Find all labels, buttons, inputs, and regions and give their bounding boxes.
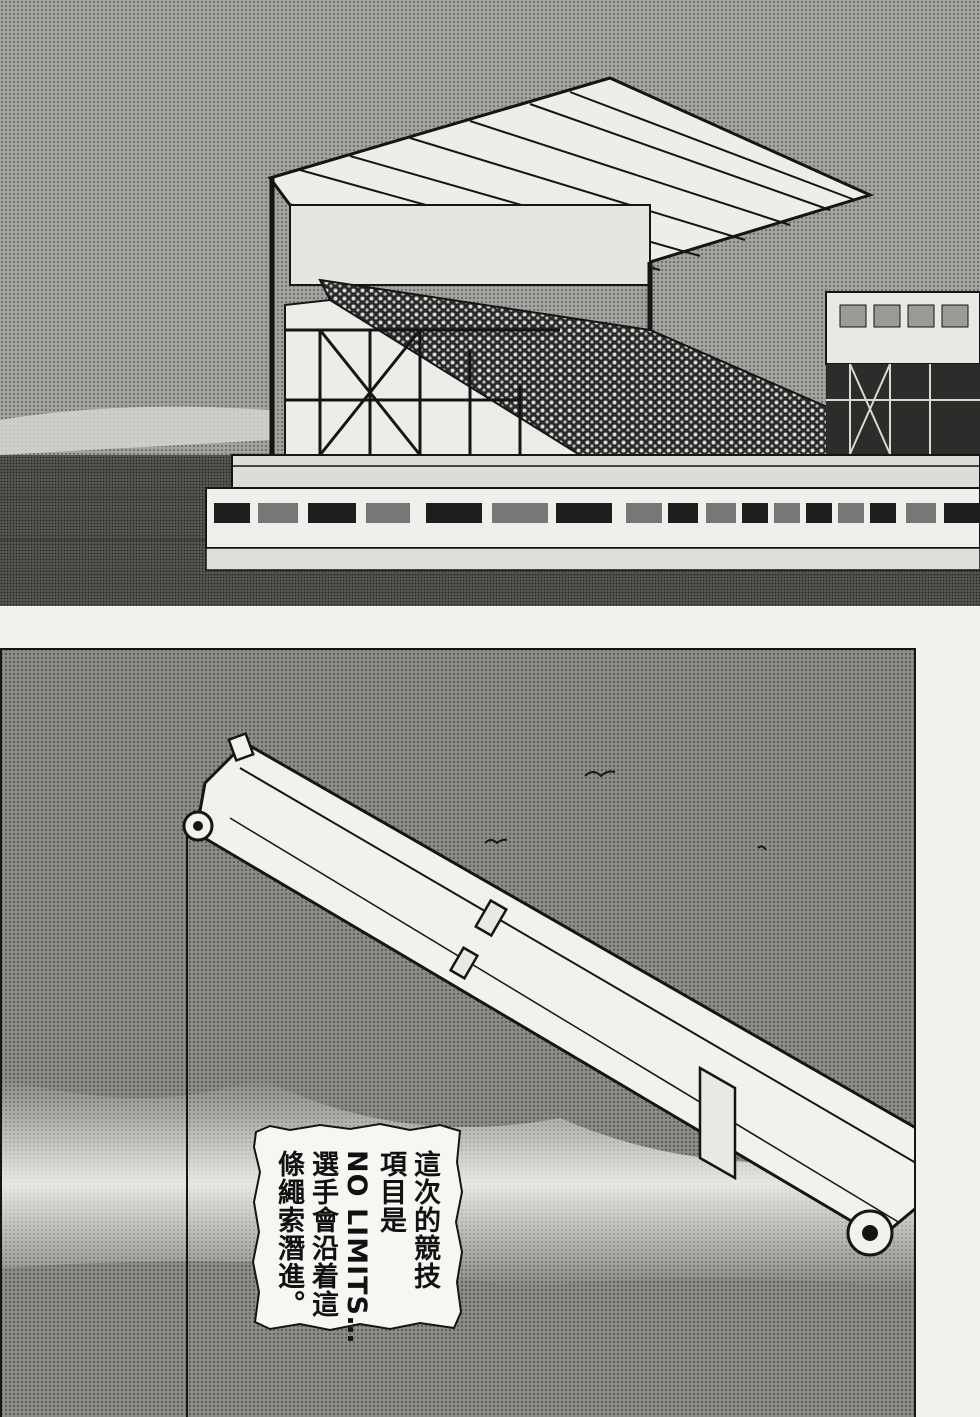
caption-line-2: 項目是 [375, 1150, 406, 1234]
caption-line-4: 選手會沿着這 [307, 1150, 338, 1318]
stadium-panel [0, 0, 980, 606]
caption-line-1: 這次的競技 [409, 1150, 440, 1290]
stadium-illustration [0, 0, 980, 606]
caption-text: 這次的競技 項目是 NO LIMITS… 選手會沿着這 條繩索潛進。 [272, 1150, 440, 1344]
caption-line-5: 條繩索潛進。 [273, 1150, 304, 1318]
caption-box [251, 1122, 464, 1332]
narration-caption: 這次的競技 項目是 NO LIMITS… 選手會沿着這 條繩索潛進。 [250, 1122, 466, 1344]
caption-line-3: NO LIMITS… [341, 1150, 372, 1344]
